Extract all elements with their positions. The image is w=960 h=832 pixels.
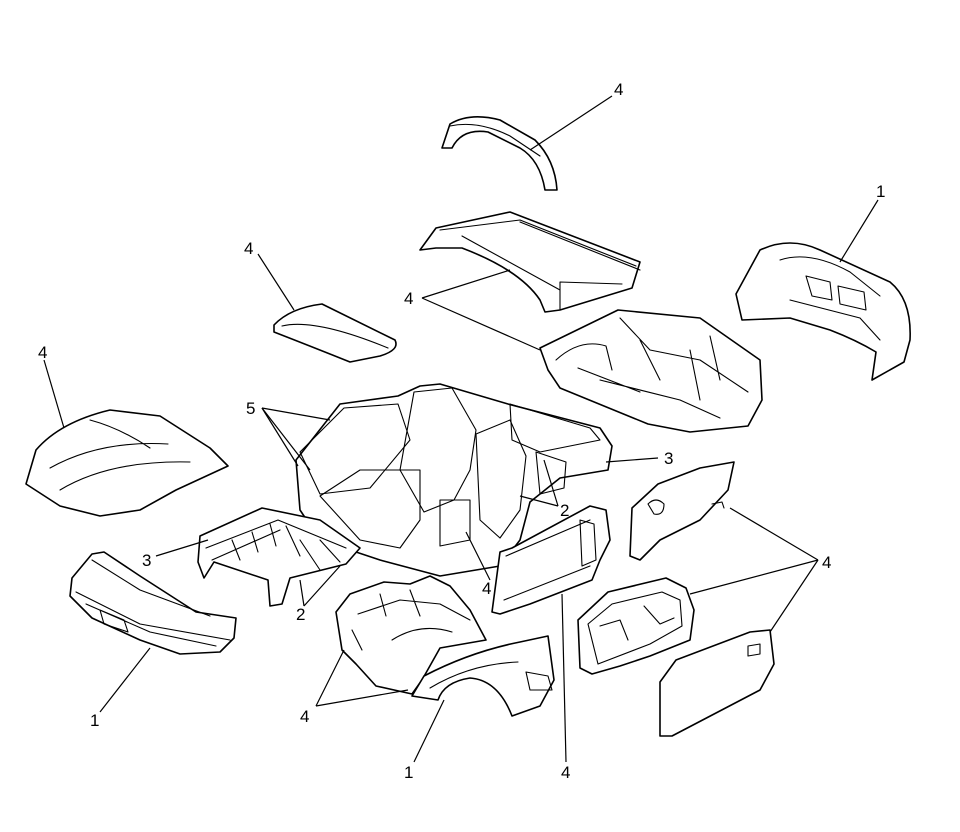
rear-quarter-panel [629, 461, 735, 561]
front-frame-rails [197, 507, 361, 607]
leader-front-fender [413, 699, 445, 763]
roof-top-bar [441, 116, 558, 191]
leader-rear-inner-rail-b [519, 495, 559, 507]
wheelhouse [335, 575, 487, 695]
callout-windshield-frame: 5 [246, 399, 255, 418]
callout-convertible-top: 4 [404, 289, 413, 308]
rocker-panel [491, 505, 611, 615]
callout-rear-fascia: 1 [876, 182, 885, 201]
leader-front-lower-rail-a [299, 579, 305, 607]
leader-front-fascia [99, 647, 151, 713]
callout-front-rail: 3 [142, 551, 151, 570]
rear-floor-pan [539, 309, 763, 433]
leader-windshield-c [261, 407, 311, 471]
leader-rear-inner-rail-a [543, 459, 559, 507]
leader-roof-panel [257, 253, 295, 311]
leader-rear-rail [605, 457, 659, 463]
leader-convertible-top-a [421, 269, 511, 299]
leader-windshield-b [261, 407, 299, 467]
door-inner [577, 577, 695, 675]
callout-roof-panel: 4 [244, 239, 253, 258]
rear-fascia [735, 242, 911, 381]
callout-front-fender: 1 [404, 763, 413, 782]
body-cage [295, 383, 613, 577]
callout-labels: 4 4 4 1 4 5 3 2 3 2 4 4 1 4 1 4 [38, 80, 885, 782]
leader-windshield-a [261, 407, 331, 421]
callout-rocker-outer: 4 [561, 763, 570, 782]
leader-rear-fascia [839, 199, 879, 263]
leader-rear-quarter-a [729, 507, 819, 561]
leader-rocker-panel [465, 531, 491, 581]
callout-front-fascia: 1 [90, 711, 99, 730]
leader-rocker-outer [561, 593, 567, 763]
callout-rear-inner-rail: 2 [560, 501, 569, 520]
leader-hood [43, 359, 65, 429]
callout-hood: 4 [38, 343, 47, 362]
callout-wheelhouse: 4 [300, 707, 309, 726]
leader-wheelhouse-a [315, 649, 345, 707]
front-fascia [69, 551, 237, 655]
convertible-top [419, 211, 641, 313]
callout-rear-quarter-door: 4 [822, 553, 831, 572]
leader-rear-quarter-c [769, 559, 819, 633]
leader-roof-top-bar [529, 95, 613, 151]
leader-rear-quarter-b [689, 559, 819, 595]
roof-panel [273, 303, 397, 363]
callout-rocker-panel: 4 [482, 579, 491, 598]
door-outer [659, 629, 775, 737]
leader-front-rail [155, 539, 209, 557]
front-fender [411, 635, 555, 717]
callout-roof-top-bar: 4 [614, 80, 623, 99]
callout-rear-rail: 3 [664, 449, 673, 468]
leader-lines [43, 95, 879, 763]
leader-wheelhouse-b [315, 689, 409, 707]
leader-convertible-top-b [421, 297, 541, 351]
leader-front-lower-rail-b [303, 565, 341, 607]
callout-front-lower-rail: 2 [296, 605, 305, 624]
hood [25, 409, 229, 517]
